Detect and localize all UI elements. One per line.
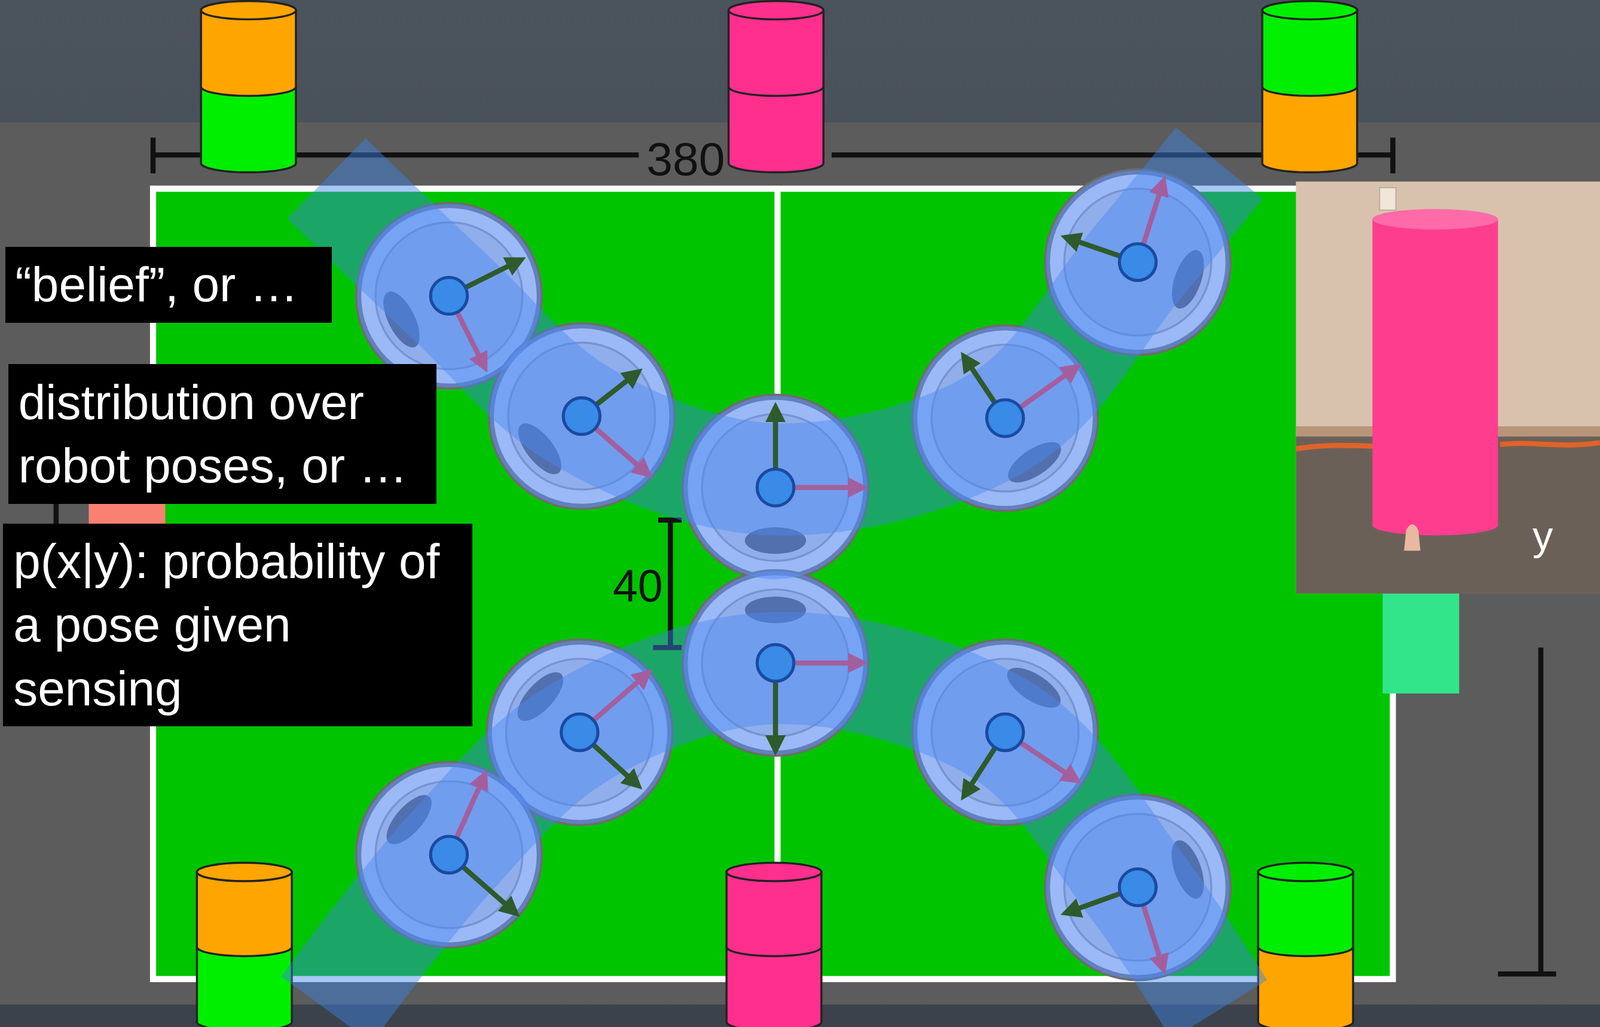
photo-cylinder-top	[1372, 209, 1498, 230]
photo-outlet	[1379, 187, 1396, 211]
cylinder-lower	[196, 947, 292, 1027]
pose-dot	[561, 713, 598, 751]
landmark-cylinder	[200, 1, 296, 173]
box-text: p(x|y): probability of a pose given sens…	[13, 529, 463, 721]
cylinder-top	[1262, 1, 1358, 20]
cylinder-top	[728, 1, 824, 20]
pose-overlay	[683, 395, 867, 580]
landmark-cylinder	[196, 862, 292, 1027]
cylinder-lower	[200, 86, 296, 173]
floor-panel	[0, 122, 1600, 1006]
text-box: p(x|y): probability of a pose given sens…	[2, 523, 473, 728]
photo-cylinder	[1372, 219, 1498, 526]
pose-overlay	[1045, 170, 1230, 354]
cylinder-top	[200, 1, 296, 20]
pose-overlay	[913, 640, 1097, 824]
cylinder-lower	[728, 86, 824, 173]
photo-wall	[1295, 181, 1600, 594]
landmark-cylinder	[728, 1, 824, 173]
text-box: distribution over robot poses, or …	[8, 364, 438, 504]
box-text: distribution over robot poses, or …	[18, 370, 427, 499]
cylinder-upper	[1257, 872, 1354, 957]
photo-cylinder-base	[1372, 515, 1498, 536]
cylinder-top	[196, 862, 292, 882]
landmark-cylinder	[1257, 862, 1354, 1027]
pose-dot	[1119, 869, 1156, 906]
sensor-label: y	[1532, 515, 1553, 557]
box-text: “belief”, or …	[15, 252, 322, 317]
dimension-label: 40	[612, 564, 664, 610]
pose-overlay	[1045, 795, 1230, 980]
pose-dot	[756, 469, 794, 506]
pose-dot	[986, 713, 1024, 751]
green-goal	[1382, 591, 1459, 695]
pose-dot	[986, 400, 1024, 437]
cylinder-lower	[726, 947, 822, 1027]
cylinder-upper	[1262, 10, 1358, 96]
right-dimension	[1497, 647, 1556, 974]
camera-photo	[1295, 181, 1600, 594]
text-box: “belief”, or …	[5, 246, 332, 323]
landmark-cylinder	[1262, 1, 1358, 173]
pose-overlay	[683, 571, 867, 755]
pose-dot	[756, 644, 794, 682]
landmark-cylinder	[726, 862, 822, 1027]
cylinder-upper	[728, 10, 824, 96]
pose-overlay	[489, 324, 674, 509]
pose-overlay	[913, 326, 1097, 511]
pose-dot	[563, 397, 600, 435]
pose-overlay	[356, 762, 541, 947]
pose-dot	[1119, 243, 1156, 281]
pose-dot	[430, 836, 467, 873]
cylinder-lower	[1262, 86, 1358, 173]
cylinder-top	[1257, 862, 1354, 882]
dimension-label: 380	[646, 135, 725, 183]
photo-hand	[1403, 524, 1421, 551]
cylinder-top	[726, 862, 822, 882]
cylinder-upper	[726, 872, 822, 957]
cylinder-lower	[1257, 947, 1354, 1027]
pose-dot	[430, 277, 467, 314]
landmark-group	[196, 1, 1357, 1027]
cylinder-upper	[196, 872, 292, 957]
cylinder-upper	[200, 10, 296, 96]
